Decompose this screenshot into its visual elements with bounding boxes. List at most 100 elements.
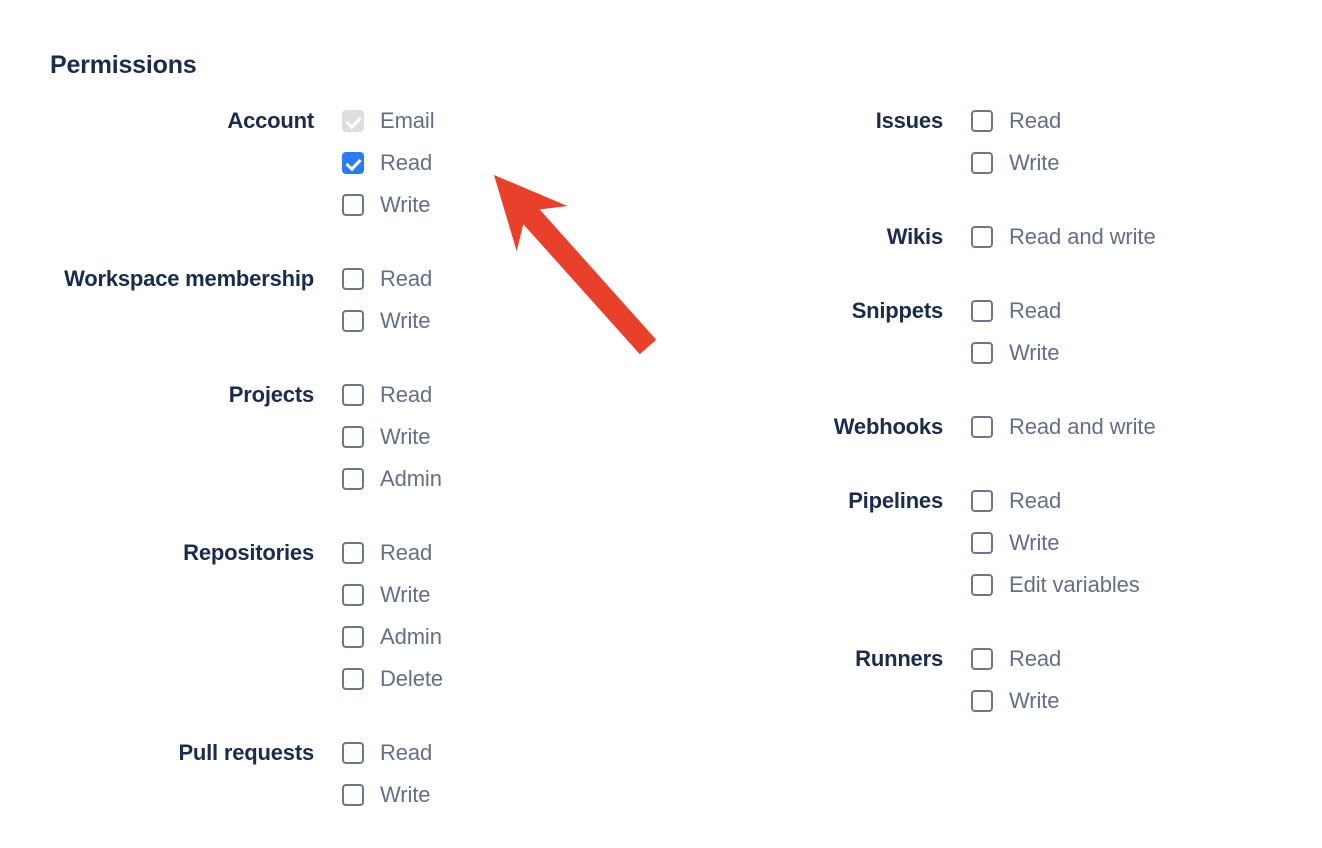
permission-option-label: Read bbox=[380, 740, 433, 765]
permission-option-row[interactable]: Write bbox=[971, 522, 1140, 564]
permission-option-label: Write bbox=[380, 308, 431, 333]
permission-group-label: Pipelines bbox=[848, 488, 943, 513]
permission-option-row[interactable]: Write bbox=[342, 774, 432, 816]
permission-option-row[interactable]: Read bbox=[342, 732, 432, 774]
permission-group-label: Workspace membership bbox=[64, 266, 314, 291]
checkbox-unchecked-icon[interactable] bbox=[971, 342, 993, 364]
checkbox-unchecked-icon[interactable] bbox=[342, 310, 364, 332]
permission-option-row[interactable]: Delete bbox=[342, 658, 443, 700]
permission-group-label: Wikis bbox=[886, 224, 943, 249]
permission-option-row[interactable]: Read bbox=[342, 374, 442, 416]
checkbox-unchecked-icon[interactable] bbox=[971, 152, 993, 174]
permission-group-label: Snippets bbox=[851, 298, 944, 323]
permission-group-label: Runners bbox=[855, 646, 943, 671]
checkbox-unchecked-icon[interactable] bbox=[342, 668, 364, 690]
checkbox-unchecked-icon[interactable] bbox=[342, 542, 364, 564]
permission-option-label: Read bbox=[380, 150, 433, 175]
checkbox-unchecked-icon[interactable] bbox=[971, 226, 993, 248]
checkbox-unchecked-icon[interactable] bbox=[342, 194, 364, 216]
permission-option-label: Write bbox=[1009, 150, 1060, 175]
checkbox-unchecked-icon[interactable] bbox=[342, 742, 364, 764]
permission-option-row[interactable]: Email bbox=[342, 100, 435, 142]
checkbox-checked-icon[interactable] bbox=[342, 152, 364, 174]
permission-option-row[interactable]: Read bbox=[342, 142, 435, 184]
permission-option-label: Write bbox=[380, 582, 431, 607]
page-title: Permissions bbox=[50, 51, 197, 79]
checkbox-unchecked-icon[interactable] bbox=[342, 268, 364, 290]
checkbox-unchecked-icon[interactable] bbox=[971, 574, 993, 596]
permission-options: Read and write bbox=[971, 406, 1156, 448]
permission-option-row[interactable]: Read bbox=[342, 258, 432, 300]
permission-group-label: Repositories bbox=[183, 540, 314, 565]
permission-option-row[interactable]: Read and write bbox=[971, 406, 1156, 448]
permission-option-row[interactable]: Read bbox=[971, 638, 1061, 680]
permission-option-label: Write bbox=[380, 424, 431, 449]
permission-option-row[interactable]: Admin bbox=[342, 458, 442, 500]
checkbox-unchecked-icon[interactable] bbox=[971, 416, 993, 438]
permission-option-label: Write bbox=[1009, 688, 1060, 713]
checkbox-unchecked-icon[interactable] bbox=[342, 626, 364, 648]
permission-option-row[interactable]: Write bbox=[971, 332, 1061, 374]
permission-group: Wikis Read and write bbox=[660, 216, 1322, 258]
permission-option-row[interactable]: Read bbox=[971, 290, 1061, 332]
permission-option-row[interactable]: Read and write bbox=[971, 216, 1156, 258]
permission-option-label: Write bbox=[380, 192, 431, 217]
permission-option-row[interactable]: Read bbox=[971, 100, 1061, 142]
checkbox-unchecked-icon[interactable] bbox=[971, 110, 993, 132]
checkbox-unchecked-icon[interactable] bbox=[342, 468, 364, 490]
permission-option-label: Read and write bbox=[1009, 414, 1156, 439]
permission-option-row[interactable]: Read bbox=[342, 532, 443, 574]
checkbox-unchecked-icon[interactable] bbox=[342, 584, 364, 606]
permission-option-label: Read bbox=[1009, 646, 1062, 671]
permission-option-row[interactable]: Read bbox=[971, 480, 1140, 522]
checkbox-unchecked-icon[interactable] bbox=[971, 300, 993, 322]
permission-option-label: Admin bbox=[380, 466, 442, 491]
checkbox-unchecked-icon[interactable] bbox=[971, 648, 993, 670]
permission-option-label: Delete bbox=[380, 666, 443, 691]
permission-option-label: Read and write bbox=[1009, 224, 1156, 249]
permission-group-label: Projects bbox=[228, 382, 314, 407]
checkbox-unchecked-icon[interactable] bbox=[971, 532, 993, 554]
permission-group-label: Issues bbox=[875, 108, 943, 133]
permission-option-label: Read bbox=[1009, 298, 1062, 323]
checkbox-unchecked-icon[interactable] bbox=[971, 690, 993, 712]
permission-option-label: Read bbox=[380, 382, 433, 407]
checkbox-unchecked-icon[interactable] bbox=[342, 426, 364, 448]
permission-option-label: Read bbox=[1009, 108, 1062, 133]
permission-group-label: Pull requests bbox=[178, 740, 314, 765]
permission-option-row[interactable]: Write bbox=[971, 142, 1061, 184]
permission-option-row[interactable]: Write bbox=[342, 416, 442, 458]
permission-option-label: Write bbox=[1009, 340, 1060, 365]
checkbox-unchecked-icon[interactable] bbox=[342, 384, 364, 406]
permission-group-label: Account bbox=[227, 108, 314, 133]
permission-option-row[interactable]: Write bbox=[971, 680, 1061, 722]
checkbox-unchecked-icon[interactable] bbox=[342, 784, 364, 806]
permission-option-label: Read bbox=[380, 540, 433, 565]
permission-option-row[interactable]: Admin bbox=[342, 616, 443, 658]
permission-option-row[interactable]: Write bbox=[342, 300, 432, 342]
permission-option-row[interactable]: Write bbox=[342, 574, 443, 616]
permission-option-label: Write bbox=[1009, 530, 1060, 555]
permission-option-row[interactable]: Edit variables bbox=[971, 564, 1140, 606]
checkbox-unchecked-icon[interactable] bbox=[971, 490, 993, 512]
permission-option-row[interactable]: Write bbox=[342, 184, 435, 226]
